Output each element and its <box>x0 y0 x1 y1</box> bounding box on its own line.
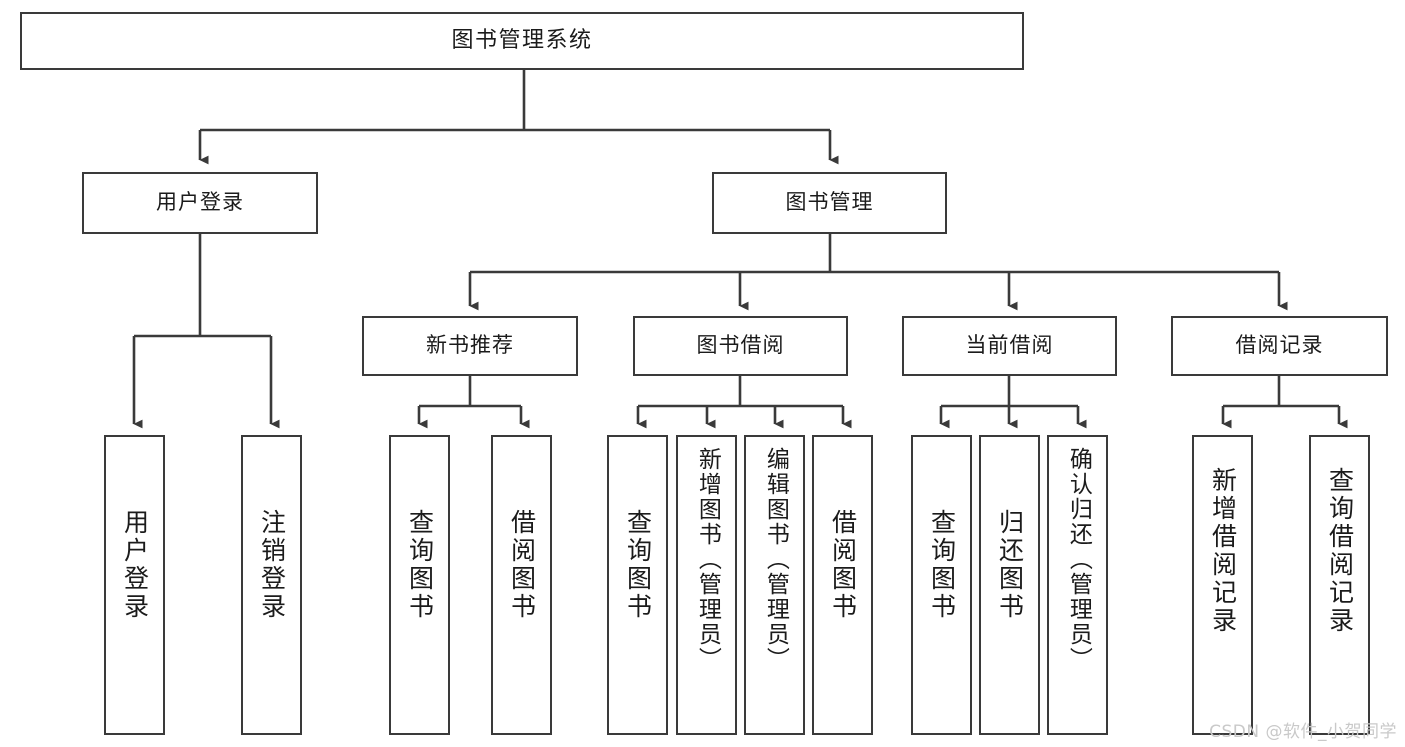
node-label: 编辑图书（管理员） <box>762 447 789 672</box>
node-label: 注销登录 <box>257 509 287 621</box>
leaf-currentborrow-confirm-return-admin[interactable]: 确认归还（管理员） <box>1047 435 1108 735</box>
node-label: 借阅图书 <box>507 509 537 621</box>
leaf-currentborrow-return-book[interactable]: 归还图书 <box>979 435 1040 735</box>
leaf-borrowrecord-query-record[interactable]: 查询借阅记录 <box>1309 435 1370 735</box>
leaf-currentborrow-query-book[interactable]: 查询图书 <box>911 435 972 735</box>
node-label: 确认归还（管理员） <box>1065 447 1092 672</box>
leaf-logout[interactable]: 注销登录 <box>241 435 302 735</box>
leaf-newbook-borrow-book[interactable]: 借阅图书 <box>491 435 552 735</box>
node-label: 查询借阅记录 <box>1325 467 1355 635</box>
node-label: 图书借阅 <box>696 333 785 358</box>
node-label: 查询图书 <box>927 509 957 621</box>
node-label: 新书推荐 <box>426 333 514 358</box>
node-current-borrow[interactable]: 当前借阅 <box>902 316 1117 376</box>
node-label: 查询图书 <box>623 509 653 621</box>
watermark-text: CSDN @软件_小贺同学 <box>1209 722 1397 742</box>
node-label: 借阅图书 <box>828 509 858 621</box>
node-label: 查询图书 <box>405 509 435 621</box>
node-root-system[interactable]: 图书管理系统 <box>20 12 1024 70</box>
leaf-user-login[interactable]: 用户登录 <box>104 435 165 735</box>
leaf-newbook-query-book[interactable]: 查询图书 <box>389 435 450 735</box>
leaf-borrowrecord-add-record[interactable]: 新增借阅记录 <box>1192 435 1253 735</box>
node-label: 新增借阅记录 <box>1208 467 1238 635</box>
node-label: 图书管理系统 <box>451 27 593 53</box>
node-book-borrow[interactable]: 图书借阅 <box>633 316 848 376</box>
leaf-bookborrow-edit-book-admin[interactable]: 编辑图书（管理员） <box>744 435 805 735</box>
leaf-bookborrow-query-book[interactable]: 查询图书 <box>607 435 668 735</box>
node-label: 用户登录 <box>120 509 150 621</box>
node-label: 图书管理 <box>785 190 874 215</box>
node-label: 借阅记录 <box>1235 333 1324 358</box>
leaf-bookborrow-borrow-book[interactable]: 借阅图书 <box>812 435 873 735</box>
node-label: 用户登录 <box>156 190 244 215</box>
node-label: 归还图书 <box>995 509 1025 621</box>
node-borrow-record[interactable]: 借阅记录 <box>1171 316 1388 376</box>
node-label: 当前借阅 <box>965 333 1054 358</box>
node-user-login[interactable]: 用户登录 <box>82 172 318 234</box>
node-label: 新增图书（管理员） <box>694 447 721 672</box>
leaf-bookborrow-add-book-admin[interactable]: 新增图书（管理员） <box>676 435 737 735</box>
node-new-book-recommend[interactable]: 新书推荐 <box>362 316 578 376</box>
node-book-manage[interactable]: 图书管理 <box>712 172 947 234</box>
